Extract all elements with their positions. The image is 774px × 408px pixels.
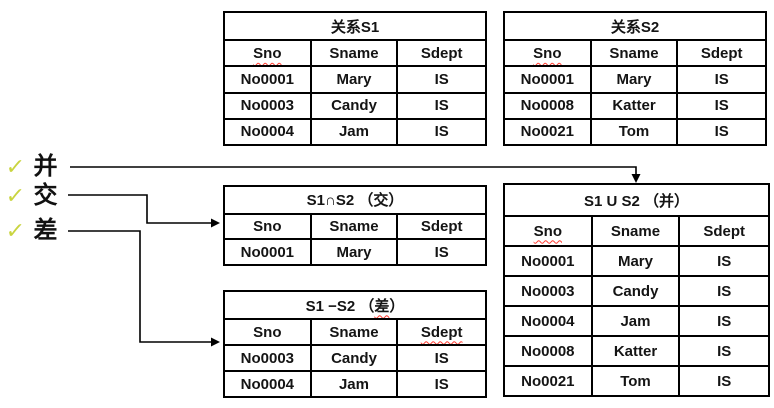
union-arrow bbox=[70, 166, 637, 176]
union-cell: No0021 bbox=[505, 365, 593, 395]
union-cell: Tom bbox=[592, 365, 681, 395]
s1-cell: No0003 bbox=[225, 91, 312, 118]
intersect-arrow bbox=[68, 194, 211, 224]
s2-cell: No0021 bbox=[505, 117, 592, 144]
union-cell: Jam bbox=[592, 305, 681, 335]
union-cell: Candy bbox=[592, 275, 681, 305]
union-cell: IS bbox=[680, 335, 768, 365]
s1-cell: IS bbox=[398, 91, 485, 118]
checkmark-icon: ✓ bbox=[4, 218, 26, 243]
intersect-header-sno: Sno bbox=[225, 212, 312, 239]
union-cell: IS bbox=[680, 275, 768, 305]
s2-cell: No0008 bbox=[505, 91, 592, 118]
s2-header-sno: Sno bbox=[505, 39, 592, 66]
diff-arrow bbox=[68, 230, 211, 343]
s1-cell: IS bbox=[398, 117, 485, 144]
diff-cell: Candy bbox=[311, 344, 399, 370]
s2-table-title: 关系S2 bbox=[610, 18, 660, 36]
union-cell: No0004 bbox=[505, 305, 593, 335]
union-cell: IS bbox=[680, 365, 768, 395]
s1-cell: IS bbox=[398, 65, 485, 91]
s1-cell: Mary bbox=[311, 65, 399, 92]
intersect-header-sdept: Sdept bbox=[398, 212, 485, 239]
intersect-cell: Mary bbox=[311, 238, 399, 264]
s1-table-title: 关系S1 bbox=[330, 18, 380, 36]
menu-label-intersect: 交 bbox=[33, 182, 59, 209]
diff-table-title: S1 −S2 （差） bbox=[305, 297, 405, 315]
s1-cell: Candy bbox=[311, 91, 399, 118]
union-arrowhead bbox=[631, 174, 641, 183]
s1-header-sno: Sno bbox=[225, 39, 312, 66]
s1-header-sname: Sname bbox=[311, 39, 399, 66]
s2-header-sdept: Sdept bbox=[678, 39, 765, 65]
union-header-sdept: Sdept bbox=[680, 215, 768, 245]
checkmark-icon: ✓ bbox=[4, 183, 26, 208]
union-header-sno: Sno bbox=[505, 215, 593, 245]
union-cell: No0008 bbox=[505, 335, 593, 365]
union-cell: Katter bbox=[592, 335, 681, 365]
diff-arrowhead bbox=[211, 337, 220, 347]
diff-cell: No0004 bbox=[225, 370, 312, 396]
diff-cell: No0003 bbox=[225, 344, 312, 370]
intersect-table-title: S1∩S2 （交） bbox=[306, 192, 404, 210]
diff-header-sdept: Sdept bbox=[398, 318, 485, 344]
s1-cell: Jam bbox=[311, 117, 399, 144]
union-cell: No0001 bbox=[505, 245, 593, 275]
union-table-title: S1 U S2 （并） bbox=[583, 192, 689, 210]
intersect-cell: IS bbox=[398, 238, 485, 264]
diff-cell: IS bbox=[398, 370, 485, 396]
menu-item-diff: ✓ 差 bbox=[4, 217, 59, 245]
intersect-cell: No0001 bbox=[225, 238, 312, 264]
s2-cell: Tom bbox=[591, 117, 679, 144]
s2-cell: IS bbox=[678, 65, 765, 91]
union-cell: IS bbox=[680, 245, 768, 275]
intersect-header-sname: Sname bbox=[311, 212, 399, 239]
s2-cell: Mary bbox=[591, 65, 679, 92]
union-cell: No0003 bbox=[505, 275, 593, 305]
s2-cell: IS bbox=[678, 117, 765, 144]
diff-header-sname: Sname bbox=[311, 318, 399, 344]
s2-cell: No0001 bbox=[505, 65, 592, 92]
union-cell: IS bbox=[680, 305, 768, 335]
s2-header-sname: Sname bbox=[591, 39, 679, 66]
union-cell: Mary bbox=[592, 245, 681, 275]
s2-cell: IS bbox=[678, 91, 765, 118]
diff-cell: Jam bbox=[311, 370, 399, 396]
diff-header-sno: Sno bbox=[225, 318, 312, 344]
union-header-sname: Sname bbox=[592, 215, 681, 245]
s2-cell: Katter bbox=[591, 91, 679, 118]
menu-item-intersect: ✓ 交 bbox=[4, 182, 59, 210]
checkmark-icon: ✓ bbox=[4, 154, 26, 179]
diff-cell: IS bbox=[398, 344, 485, 370]
menu-item-union: ✓ 并 bbox=[4, 153, 59, 181]
menu-label-union: 并 bbox=[33, 153, 59, 180]
s1-header-sdept: Sdept bbox=[398, 39, 485, 65]
s1-cell: No0004 bbox=[225, 117, 312, 144]
s1-cell: No0001 bbox=[225, 65, 312, 92]
intersect-arrowhead bbox=[211, 218, 220, 228]
menu-label-diff: 差 bbox=[33, 217, 59, 244]
